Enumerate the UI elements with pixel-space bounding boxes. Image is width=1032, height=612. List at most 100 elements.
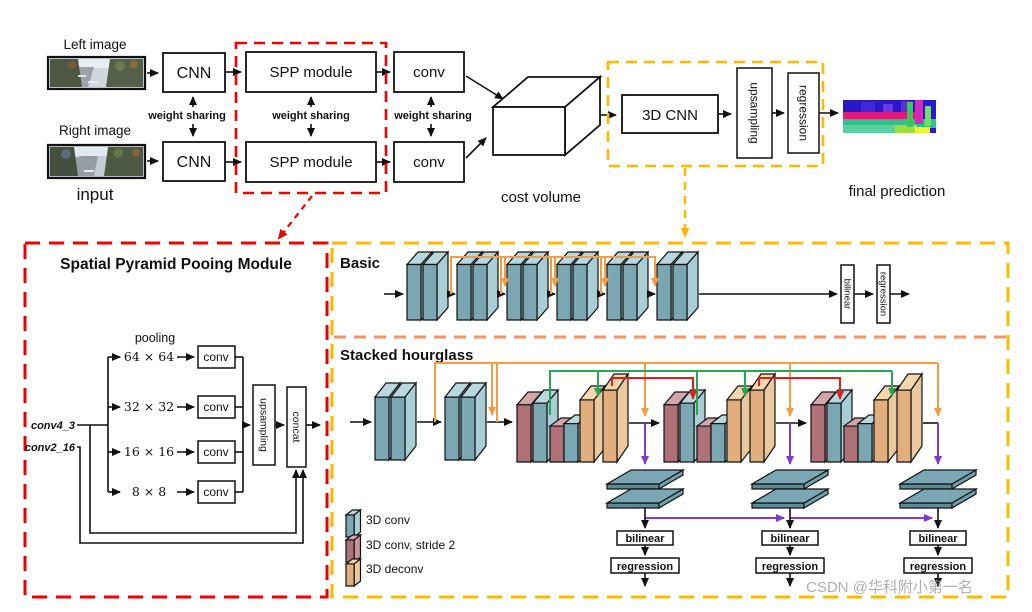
legend-label-3d-deconv: 3D deconv — [366, 562, 423, 576]
regression-label-2: regression — [762, 561, 819, 573]
weight-sharing-label: weight sharing — [393, 110, 472, 122]
conv-bottom-label: conv — [413, 154, 445, 171]
basic-label: Basic — [340, 255, 380, 272]
legend-label-3d-conv: 3D conv — [366, 513, 410, 527]
legend-item-3d-conv-stride2: 3D conv, stride 2 — [345, 534, 455, 563]
legend-swatch-3d-conv — [345, 509, 361, 538]
output-branch-3: bilinear regression — [903, 508, 973, 587]
upsampling-box — [736, 67, 773, 159]
conv-top-label: conv — [413, 64, 445, 81]
weight-sharing-spp: weight sharing — [271, 96, 350, 137]
cost-volume-label: cost volume — [501, 189, 581, 206]
spp-bottom-label: SPP module — [269, 154, 352, 171]
input-label: input — [77, 185, 114, 204]
legend-label-3d-conv-stride2: 3D conv, stride 2 — [366, 538, 455, 552]
spp-top-label: SPP module — [269, 64, 352, 81]
spp-conv-box-2 — [197, 395, 236, 419]
spp-top-box — [245, 51, 377, 93]
pipeline-flow-arrows — [147, 68, 839, 166]
final-prediction-label: final prediction — [849, 183, 946, 200]
weight-sharing-label: weight sharing — [271, 110, 350, 122]
output-plates-3 — [899, 469, 977, 509]
conv-top-box — [393, 51, 465, 93]
spp-branch-lines — [77, 353, 321, 544]
output-branch-2: bilinear regression — [755, 508, 825, 587]
conv-bottom-box — [393, 141, 465, 183]
basic-skip-connections — [450, 256, 659, 294]
output-plates-2 — [751, 469, 829, 509]
output-branch-1: bilinear regression — [610, 508, 680, 587]
upsampling-label: upsampling — [748, 82, 762, 143]
hourglass-module-3 — [810, 373, 923, 463]
spp-upsampling-label: upsampling — [258, 398, 270, 452]
hourglass-module-2 — [663, 373, 776, 463]
spp-panel-border — [23, 241, 329, 599]
spp-input-conv4-3: conv4_3 — [31, 420, 75, 432]
basic-bilinear-box — [840, 264, 855, 324]
spp-highlight-dashed-box — [234, 41, 388, 195]
cnn3d-highlight-dashed-box — [606, 60, 825, 168]
basic-regression-box — [876, 264, 891, 324]
basic-bilinear-label: bilinear — [842, 279, 853, 310]
stacked-hourglass-architecture: Stacked hourglass — [340, 347, 977, 587]
output-plates-1 — [606, 469, 684, 509]
spp-conv-box-3 — [197, 440, 236, 464]
spp-detail-panel: Spatial Pyramid Pooing Module pooling co… — [23, 241, 329, 599]
legend-item-3d-deconv: 3D deconv — [345, 558, 423, 587]
spp-conv-label-4: conv — [203, 485, 228, 499]
right-image-label: Right image — [59, 123, 131, 138]
hourglass-flow-arrows — [350, 418, 938, 427]
legend: 3D conv 3D conv, stride 2 3D deconv — [345, 509, 455, 587]
bilinear-label-2: bilinear — [770, 533, 810, 545]
spp-conv-box-1 — [197, 345, 236, 369]
spp-upsampling-box — [252, 384, 276, 466]
watermark: CSDN @华科附小第一名 — [806, 578, 973, 596]
hourglass-red-skips — [611, 377, 844, 400]
cost-volume-cube — [490, 75, 603, 157]
hourglass-green-skips — [549, 370, 896, 415]
weight-sharing-label: weight sharing — [147, 110, 226, 122]
regression-label: regression — [797, 85, 811, 141]
stacked-hourglass-label: Stacked hourglass — [340, 347, 473, 364]
cnn3d-panel-border — [330, 241, 1010, 599]
pooling-label: pooling — [135, 331, 175, 345]
weight-sharing-conv: weight sharing — [393, 96, 472, 137]
right-image-thumbnail — [46, 143, 147, 180]
spp-conv-box-4 — [197, 480, 236, 504]
spp-conv-label-2: conv — [203, 400, 228, 414]
regression-label-3: regression — [910, 561, 967, 573]
bilinear-label-1: bilinear — [625, 533, 665, 545]
cnn-top-label: CNN — [177, 65, 212, 82]
legend-item-3d-conv: 3D conv — [345, 509, 410, 538]
spp-panel-title: Spatial Pyramid Pooing Module — [60, 256, 292, 273]
basic-architecture: Basic — [340, 251, 910, 324]
left-image-thumbnail — [46, 55, 147, 91]
spp-conv-label-3: conv — [203, 445, 228, 459]
spp-concat-label: concat — [290, 412, 302, 443]
cnn-bottom-label: CNN — [177, 154, 212, 171]
hourglass-module-1 — [516, 373, 629, 463]
pool-level-8: 8 × 8 — [132, 484, 166, 499]
left-image-label: Left image — [63, 37, 126, 52]
pool-level-32: 32 × 32 — [124, 399, 174, 414]
weight-sharing-cnn: weight sharing — [147, 96, 226, 137]
legend-swatch-3d-deconv — [345, 558, 361, 587]
cnn3d-detail-panel: Basic — [330, 241, 1010, 599]
cnn-top-box — [162, 52, 226, 93]
hourglass-orange-skips — [434, 362, 942, 422]
spp-detail-pointer — [277, 195, 313, 240]
legend-swatch-3d-conv-stride2 — [345, 534, 361, 563]
regression-box — [787, 72, 820, 154]
cnn3d-label: 3D CNN — [642, 107, 698, 124]
hourglass-purple-drops — [641, 423, 942, 465]
top-pipeline: Left image Right image in — [46, 37, 946, 240]
basic-regression-label: regression — [878, 272, 889, 316]
pool-level-16: 16 × 16 — [124, 444, 174, 459]
bilinear-label-3: bilinear — [918, 533, 958, 545]
final-prediction-image — [843, 100, 936, 133]
pool-level-64: 64 × 64 — [124, 349, 174, 364]
spp-input-conv2-16: conv2_16 — [25, 442, 76, 454]
spp-concat-box — [286, 386, 307, 468]
